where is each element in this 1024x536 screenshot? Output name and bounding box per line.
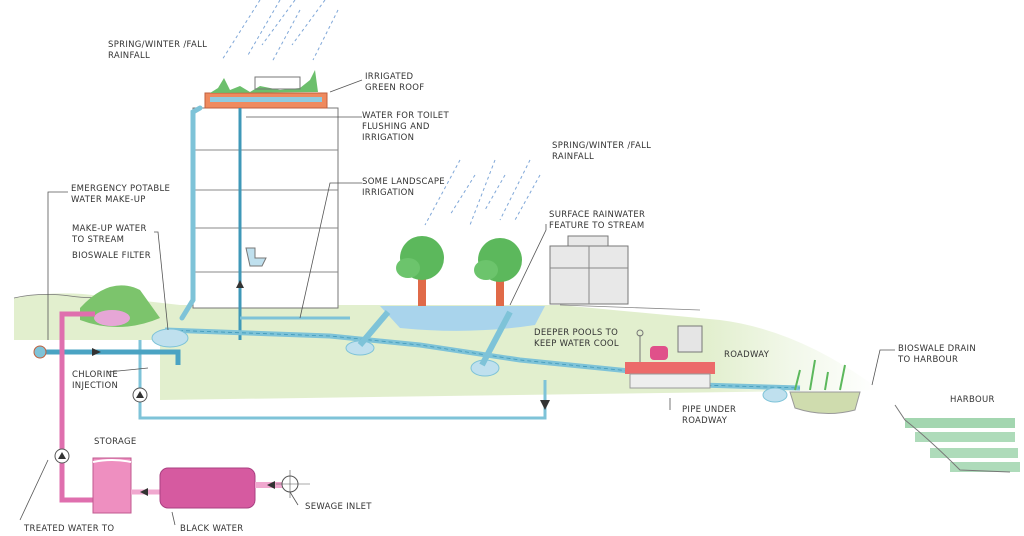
bioswale-drain xyxy=(789,391,861,414)
tree-right xyxy=(474,238,522,306)
roof-plants xyxy=(210,70,318,93)
label-pipe-under-roadway: PIPE UNDER ROADWAY xyxy=(682,405,737,426)
stream-pool xyxy=(151,328,189,348)
stream-pool xyxy=(762,387,788,403)
flow-arrow-down-icon xyxy=(540,400,550,410)
label-harbour: HARBOUR xyxy=(950,395,995,405)
building-tower xyxy=(179,70,339,340)
treated-water-pipe xyxy=(59,311,100,503)
label-green-roof: IRRIGATED GREEN ROOF xyxy=(365,72,425,93)
label-toilet-flushing: WATER FOR TOILET FLUSHING AND IRRIGATION xyxy=(362,111,449,143)
roadway xyxy=(625,325,715,389)
toilet-icon xyxy=(245,247,267,267)
flow-arrow-up-icon xyxy=(236,280,244,288)
label-black-water: BLACK WATER xyxy=(180,524,244,534)
flow-arrow-left-icon xyxy=(140,488,148,496)
rain-streaks-right xyxy=(424,159,541,226)
label-deeper-pools: DEEPER POOLS TO KEEP WATER COOL xyxy=(534,328,619,349)
label-emergency-potable: EMERGENCY POTABLE WATER MAKE-UP xyxy=(71,184,171,205)
label-makeup-water: MAKE-UP WATER TO STREAM xyxy=(72,224,147,245)
label-storage: STORAGE xyxy=(94,437,137,447)
potable-valve-icon xyxy=(33,345,47,359)
label-roadway: ROADWAY xyxy=(724,350,770,360)
label-sewage-inlet: SEWAGE INLET xyxy=(305,502,372,512)
roof-downpipe xyxy=(179,105,203,321)
harbour-water xyxy=(894,404,1020,473)
distant-building xyxy=(549,235,629,305)
storage-tank xyxy=(92,457,132,514)
label-landscape-irrigation: SOME LANDSCAPE IRRIGATION xyxy=(362,177,445,198)
car-icon xyxy=(650,346,668,360)
makeup-water-pipe xyxy=(40,349,181,365)
label-surface-rainwater: SURFACE RAINWATER FEATURE TO STREAM xyxy=(549,210,646,231)
black-water-tank xyxy=(159,467,256,509)
label-treated-water: TREATED WATER TO xyxy=(24,524,115,534)
flow-arrow-right-icon xyxy=(92,348,101,356)
tree-left xyxy=(396,236,444,306)
label-bioswale-filter: BIOSWALE FILTER xyxy=(72,251,151,261)
label-rainfall-right: SPRING/WINTER /FALL RAINFALL xyxy=(552,141,652,162)
label-bioswale-drain: BIOSWALE DRAIN TO HARBOUR xyxy=(898,344,976,365)
return-pipe xyxy=(138,340,547,420)
label-chlorine: CHLORINE INJECTION xyxy=(72,370,119,391)
rain-streaks-left xyxy=(221,0,339,63)
label-rainfall-left: SPRING/WINTER /FALL RAINFALL xyxy=(108,40,208,61)
